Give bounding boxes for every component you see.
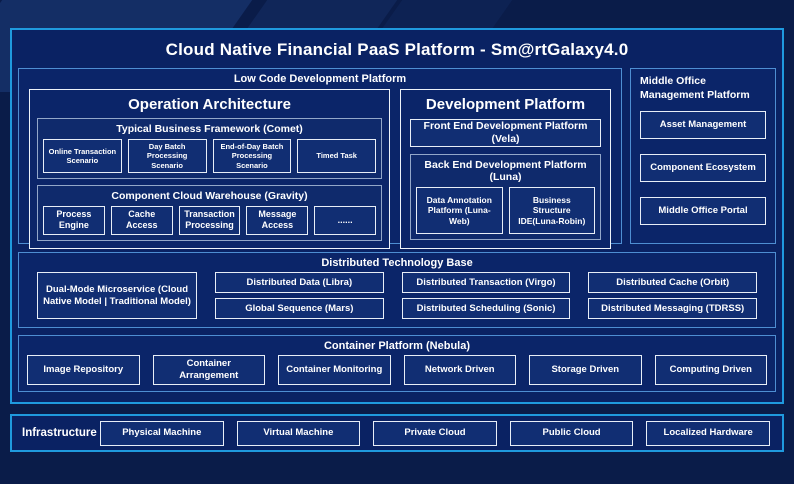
upper-row: Low Code Development Platform Operation … (18, 68, 776, 249)
box-message-access: Message Access (246, 206, 309, 235)
box-data-annotation-platform: Data Annotation Platform (Luna-Web) (416, 187, 503, 234)
box-distributed-scheduling: Distributed Scheduling (Sonic) (401, 298, 571, 319)
operation-architecture-title: Operation Architecture (128, 96, 291, 113)
box-container-arrangement: Container Arrangement (152, 355, 265, 385)
box-storage-driven: Storage Driven (529, 355, 642, 385)
box-asset-management: Asset Management (640, 111, 766, 140)
infrastructure-label: Infrastructure (22, 427, 97, 439)
container-platform-row: Image Repository Container Arrangement C… (19, 354, 775, 393)
box-timed-task: Timed Task (297, 139, 377, 174)
distributed-column: Distributed Data (Libra) Global Sequence… (215, 272, 384, 319)
box-business-structure-ide: Business Structure IDE(Luna-Robin) (508, 187, 596, 234)
platform-container: Cloud Native Financial PaaS Platform - S… (10, 28, 784, 404)
typical-business-framework-title: Typical Business Framework (Comet) (116, 123, 303, 135)
container-platform-label: Container Platform (Nebula) (323, 340, 471, 352)
box-middle-office-portal: Middle Office Portal (640, 197, 766, 226)
development-platform-title: Development Platform (425, 96, 586, 113)
box-online-transaction-scenario: Online Transaction Scenario (43, 139, 122, 174)
low-code-platform-section: Low Code Development Platform Operation … (18, 68, 622, 249)
infrastructure-row: Physical Machine Virtual Machine Private… (100, 420, 770, 446)
box-dual-mode-microservice: Dual-Mode Microservice (Cloud Native Mod… (37, 272, 197, 319)
box-front-end-development-platform: Front End Development Platform (Vela) (410, 119, 601, 147)
box-distributed-cache: Distributed Cache (Orbit) (588, 272, 758, 293)
middle-office-section: Middle Office Management Platform Asset … (630, 68, 776, 244)
container-platform-section: Container Platform (Nebula) Image Reposi… (18, 335, 776, 392)
typical-business-items: Online Transaction Scenario Day Batch Pr… (43, 139, 377, 174)
development-platform-panel: Development Platform Front End Developme… (400, 89, 611, 249)
box-virtual-machine: Virtual Machine (236, 420, 361, 446)
box-process-engine: Process Engine (43, 206, 105, 235)
distributed-technology-label: Distributed Technology Base (321, 257, 473, 269)
box-public-cloud: Public Cloud (509, 420, 634, 446)
low-code-panels-row: Operation Architecture Typical Business … (19, 87, 621, 257)
middle-office-title: Middle Office Management Platform (640, 75, 750, 101)
distributed-technology-section: Distributed Technology Base Dual-Mode Mi… (18, 252, 776, 328)
box-distributed-transaction: Distributed Transaction (Virgo) (401, 272, 571, 293)
back-end-development-title: Back End Development Platform (Luna) (424, 159, 587, 183)
distributed-column: Distributed Transaction (Virgo) Distribu… (401, 272, 571, 319)
box-component-ecosystem: Component Ecosystem (640, 154, 766, 183)
box-localized-hardware: Localized Hardware (646, 420, 770, 446)
box-global-sequence: Global Sequence (Mars) (215, 298, 384, 319)
distributed-row: Dual-Mode Microservice (Cloud Native Mod… (19, 271, 775, 327)
box-end-of-day-batch-processing-scenario: End-of-Day Batch Processing Scenario (212, 139, 292, 174)
box-image-repository: Image Repository (27, 355, 140, 385)
box-container-monitoring: Container Monitoring (278, 355, 391, 385)
box-distributed-data: Distributed Data (Libra) (215, 272, 384, 293)
component-cloud-warehouse-title: Component Cloud Warehouse (Gravity) (111, 190, 308, 203)
box-computing-driven: Computing Driven (654, 355, 767, 385)
back-end-development-group: Back End Development Platform (Luna) Dat… (410, 154, 601, 240)
box-transaction-processing: Transaction Processing (178, 206, 241, 235)
operation-architecture-panel: Operation Architecture Typical Business … (29, 89, 391, 249)
page-title: Cloud Native Financial PaaS Platform - S… (165, 40, 629, 59)
typical-business-framework-group: Typical Business Framework (Comet) Onlin… (37, 118, 383, 180)
distributed-column: Distributed Cache (Orbit) Distributed Me… (588, 272, 758, 319)
low-code-platform-label: Low Code Development Platform (233, 73, 407, 85)
component-cloud-items: Process Engine Cache Access Transaction … (43, 206, 377, 235)
box-ellipsis: ...... (314, 206, 377, 235)
component-cloud-warehouse-group: Component Cloud Warehouse (Gravity) Proc… (37, 185, 383, 241)
infrastructure-bar: Infrastructure Physical Machine Virtual … (10, 414, 784, 452)
box-cache-access: Cache Access (110, 206, 173, 235)
box-private-cloud: Private Cloud (373, 420, 497, 446)
box-physical-machine: Physical Machine (100, 420, 224, 446)
box-day-batch-processing-scenario: Day Batch Processing Scenario (127, 139, 207, 174)
box-distributed-messaging: Distributed Messaging (TDRSS) (588, 298, 758, 319)
box-network-driven: Network Driven (403, 355, 516, 385)
back-end-items: Data Annotation Platform (Luna-Web) Busi… (416, 187, 596, 234)
